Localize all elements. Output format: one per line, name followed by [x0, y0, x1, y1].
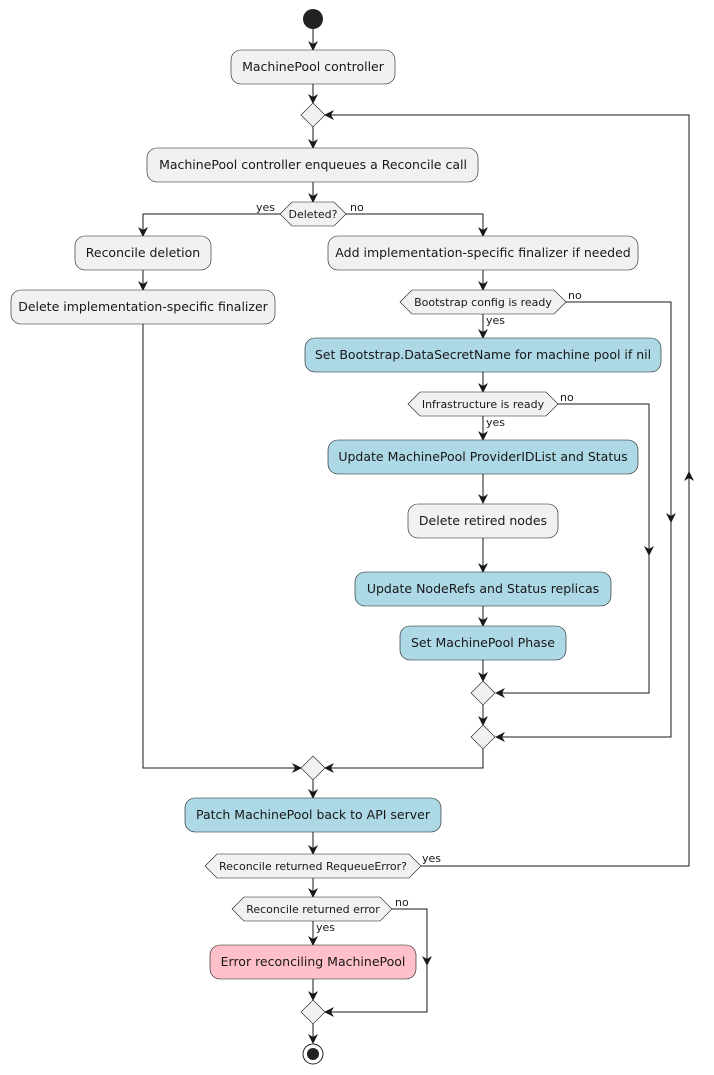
reconcile-error-yes-label: yes	[316, 921, 335, 934]
start-node	[303, 9, 323, 29]
activity-set-datasecret: Set Bootstrap.DataSecretName for machine…	[304, 337, 662, 373]
deleted-no-label: no	[350, 201, 364, 214]
activity-label: Set Bootstrap.DataSecretName for machine…	[315, 347, 651, 362]
deleted-merge-diamond	[300, 755, 326, 781]
requeue-yes-label: yes	[422, 852, 441, 865]
infra-yes-label: yes	[486, 416, 505, 429]
activity-label: Update NodeRefs and Status replicas	[367, 581, 599, 596]
decision-label: Reconcile returned error	[246, 903, 380, 916]
decision-deleted: Deleted?	[279, 201, 347, 227]
loop-merge-diamond	[300, 102, 326, 128]
decision-label: Infrastructure is ready	[422, 398, 545, 411]
activity-set-phase: Set MachinePool Phase	[399, 625, 567, 661]
bootstrap-no-label: no	[568, 289, 582, 302]
activity-label: Delete implementation-specific finalizer	[18, 299, 268, 314]
bootstrap-merge-diamond	[470, 724, 496, 750]
activity-reconcile-deletion: Reconcile deletion	[74, 235, 212, 271]
activity-delete-retired: Delete retired nodes	[407, 503, 559, 539]
activity-patch: Patch MachinePool back to API server	[184, 797, 442, 833]
decision-label: Reconcile returned RequeueError?	[219, 860, 407, 873]
stop-node	[302, 1043, 324, 1065]
error-merge-diamond	[300, 999, 326, 1025]
infra-merge-diamond	[470, 680, 496, 706]
activity-label: Add implementation-specific finalizer if…	[335, 245, 630, 260]
activity-machinepool-controller: MachinePool controller	[230, 49, 396, 85]
decision-reconcile-error: Reconcile returned error	[231, 896, 393, 922]
activity-label: Reconcile deletion	[86, 245, 200, 260]
activity-label: MachinePool controller	[242, 59, 385, 74]
activity-label: Update MachinePool ProviderIDList and St…	[338, 449, 627, 464]
bootstrap-yes-label: yes	[486, 314, 505, 327]
activity-add-finalizer: Add implementation-specific finalizer if…	[327, 235, 639, 271]
activity-delete-finalizer: Delete implementation-specific finalizer	[10, 289, 276, 325]
activity-label: MachinePool controller enqueues a Reconc…	[159, 157, 467, 172]
infra-no-label: no	[560, 391, 574, 404]
decision-label: Bootstrap config is ready	[414, 296, 552, 309]
activity-label: Patch MachinePool back to API server	[196, 807, 431, 822]
activity-update-noderefs: Update NodeRefs and Status replicas	[354, 571, 612, 607]
reconcile-error-no-label: no	[395, 896, 409, 909]
decision-infra-ready: Infrastructure is ready	[407, 391, 559, 417]
activity-error-reconciling: Error reconciling MachinePool	[209, 944, 417, 980]
decision-requeue-error: Reconcile returned RequeueError?	[204, 853, 422, 879]
deleted-yes-label: yes	[256, 201, 275, 214]
decision-bootstrap-ready: Bootstrap config is ready	[399, 289, 567, 315]
activity-label: Set MachinePool Phase	[411, 635, 555, 650]
edges	[138, 29, 694, 1044]
activity-update-provider-ids: Update MachinePool ProviderIDList and St…	[327, 439, 639, 475]
decision-label: Deleted?	[289, 208, 338, 221]
activity-label: Error reconciling MachinePool	[221, 954, 406, 969]
activity-label: Delete retired nodes	[419, 513, 547, 528]
activity-enqueue: MachinePool controller enqueues a Reconc…	[146, 147, 479, 183]
